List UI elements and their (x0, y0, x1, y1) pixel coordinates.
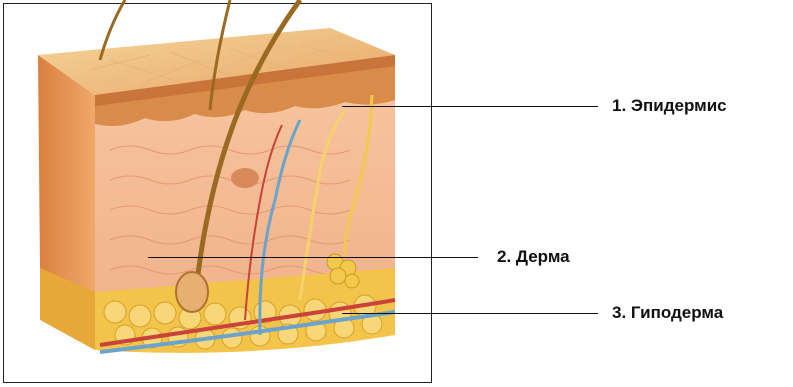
sebaceous-gland (231, 168, 259, 188)
label-epidermis: 1. Эпидермис (612, 96, 727, 116)
hypodermis-leader-line (342, 313, 598, 314)
cube-left-face (38, 55, 95, 300)
dermis-leader-line (148, 257, 478, 258)
label-dermis: 2. Дерма (497, 247, 570, 267)
hair-follicle (176, 272, 208, 312)
label-hypodermis: 3. Гиподерма (612, 303, 723, 323)
epidermis-leader-line (342, 106, 598, 107)
